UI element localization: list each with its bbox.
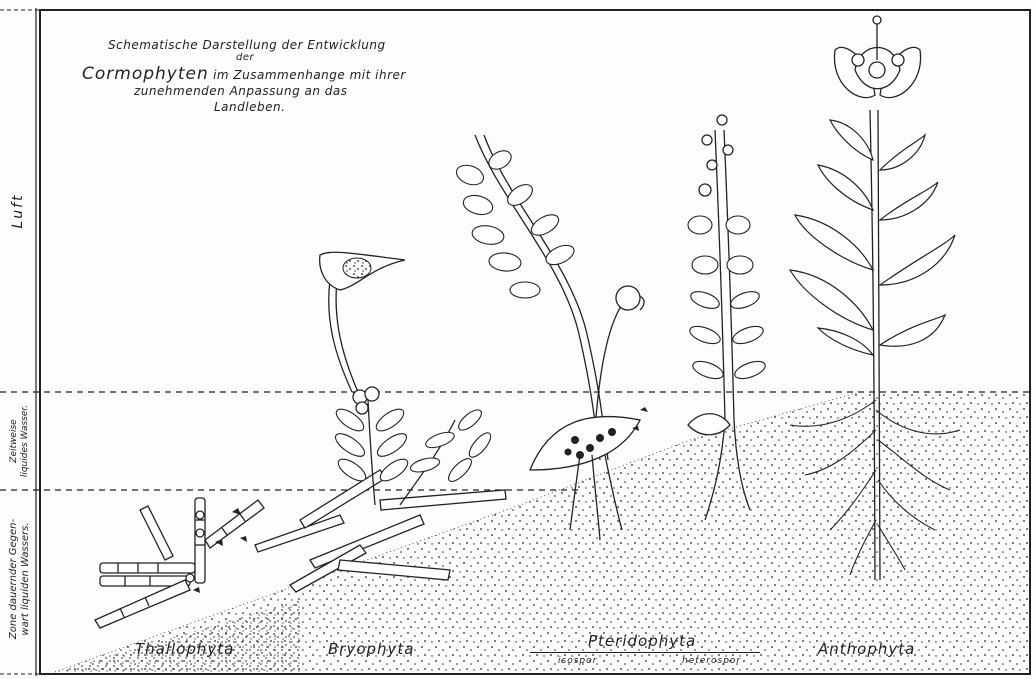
pteridophyta-bracket [530,652,760,653]
label-pteridophyta: Pteridophyta [588,632,696,650]
title-line-4: Landleben. [214,100,285,114]
title-line-2-rest: im Zusammenhange mit ihrer [213,68,406,82]
title-line-1: Schematische Darstellung der Entwicklung [108,38,386,52]
label-isospor: isospor [558,656,597,666]
title-line-3: zunehmenden Anpassung an das [134,84,348,98]
zone-label-permanent: Zone dauernder Gegen- wart liquiden Wass… [8,499,32,659]
label-bryophyta: Bryophyta [328,640,415,658]
zone-label-partial-2: liquides Wasser. [20,396,31,486]
zone-label-permanent-2: wart liquiden Wassers. [20,499,32,659]
zone-label-partial: Zeitweise liquides Wasser. [9,396,31,486]
title-cormophyten: Cormophyten [82,64,209,84]
label-anthophyta: Anthophyta [818,640,915,658]
title-line-2: Cormophyten im Zusammenhange mit ihrer [82,64,406,84]
zone-label-partial-1: Zeitweise [9,396,20,486]
zone-label-permanent-1: Zone dauernder Gegen- [8,499,20,659]
title-insert: der [236,52,254,63]
label-heterospor: heterospor [682,656,741,666]
zone-label-air: Luft [10,191,26,231]
label-thallophyta: Thallophyta [135,640,234,658]
